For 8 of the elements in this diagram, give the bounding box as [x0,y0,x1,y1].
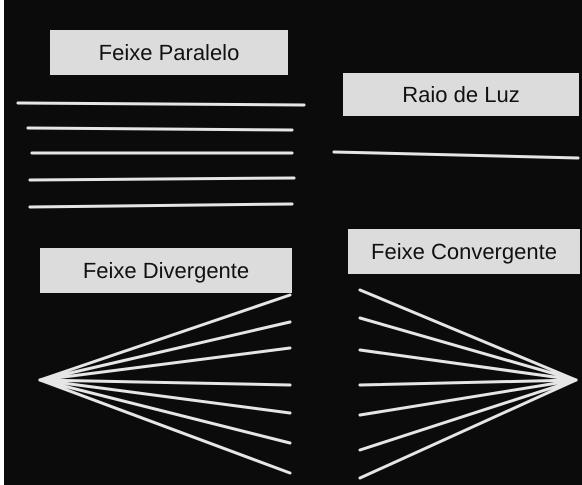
label-card [50,30,288,75]
card-title: Raio de Luz [402,82,520,108]
card-title: Feixe Paralelo [98,40,240,66]
card-title: Feixe Convergente [371,238,557,264]
label-card [348,229,580,274]
label-card [40,248,292,293]
card-title: Feixe Divergente [82,258,250,284]
label-card [343,73,579,116]
